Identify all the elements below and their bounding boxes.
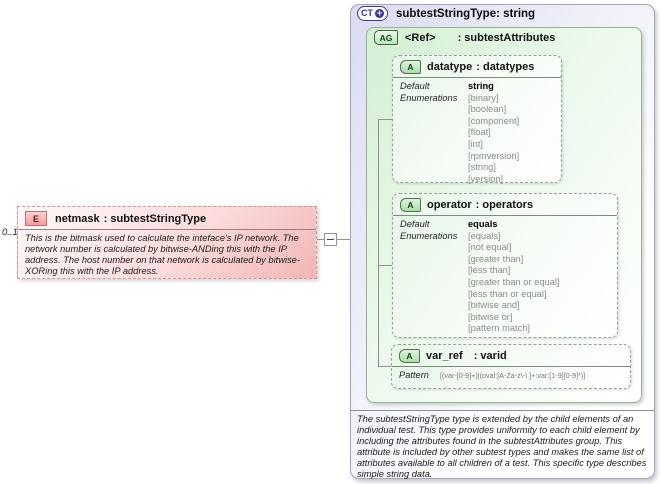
minus-icon <box>327 239 334 240</box>
attribute-header: A datatype: datatypes <box>400 60 554 74</box>
element-title: netmask: subtestStringType <box>55 213 206 225</box>
element-badge-icon: E <box>25 211 47 226</box>
element-header: E netmask: subtestStringType <box>25 211 309 226</box>
facet-label-enumerations: Enumerations <box>400 230 458 241</box>
complex-type-base: : string <box>496 7 536 20</box>
tree-connector-branch <box>378 366 391 367</box>
element-documentation: This is the bitmask used to calculate th… <box>25 233 300 276</box>
facet-label-enumerations: Enumerations <box>400 92 458 103</box>
enumeration-item: [component] <box>468 115 520 126</box>
complex-type-documentation: The subtestStringType type is extended b… <box>357 414 647 479</box>
attribute-facets: Pattern [(var-[0-9]+)|(oval:[A-Za-z\-\.]… <box>399 370 623 380</box>
facet-value-pattern: [(var-[0-9]+)|(oval:[A-Za-z\-\.]+:var:[1… <box>440 371 586 380</box>
attribute-type: : varid <box>473 350 507 362</box>
enumeration-item: [greater than] <box>468 253 524 264</box>
enumeration-item: [string] <box>468 162 496 173</box>
attribute-badge-icon: A <box>400 60 421 74</box>
facet-enumeration-list: [equals][not equal][greater than][less t… <box>468 231 610 335</box>
enumeration-item: [not equal] <box>468 242 512 253</box>
complex-type-badge-label: CT <box>361 8 373 18</box>
collapse-toggle[interactable] <box>324 233 337 246</box>
attribute-group-ref: <Ref> <box>405 31 436 44</box>
attribute-title: operator: operators <box>427 199 533 211</box>
enumeration-item: [bitwise and] <box>468 300 520 311</box>
complex-type-badge[interactable]: CT + <box>357 6 388 21</box>
enumeration-item: [greater than or equal] <box>468 276 560 287</box>
complex-type-header: CT + subtestStringType: string <box>357 6 535 21</box>
element-type: : subtestStringType <box>103 212 207 225</box>
attribute-box-operator[interactable]: A operator: operators Default equals Enu… <box>392 193 618 338</box>
enumeration-item: [equals] <box>468 230 501 241</box>
attribute-box-var-ref[interactable]: A var_ref : varid Pattern [(var-[0-9]+)|(… <box>391 344 631 389</box>
attribute-facets: Default string Enumerations [binary][boo… <box>400 81 554 185</box>
attribute-badge-icon: A <box>399 349 420 363</box>
facet-enumeration-list: [binary][boolean][component][float][int]… <box>468 93 554 186</box>
attribute-box-datatype[interactable]: A datatype: datatypes Default string Enu… <box>392 55 562 185</box>
attribute-group-title: <Ref> : subtestAttributes <box>405 32 555 44</box>
element-name: netmask <box>55 212 100 225</box>
attribute-name: operator <box>427 199 472 211</box>
attribute-type: : datatypes <box>476 61 535 73</box>
facet-value-default: equals <box>468 219 498 229</box>
attribute-header-divider <box>393 215 617 216</box>
attribute-badge-icon: A <box>400 198 421 212</box>
tree-connector-branch <box>378 265 392 266</box>
cardinality-label: 0..1 <box>2 227 18 238</box>
facet-value-default: string <box>468 81 494 91</box>
panel-doc-divider <box>351 410 654 411</box>
enumeration-item: [binary] <box>468 92 499 103</box>
attribute-title: var_ref : varid <box>426 350 507 362</box>
attribute-group-header: AG <Ref> : subtestAttributes <box>374 30 555 45</box>
complex-type-name: subtestStringType <box>396 7 497 20</box>
enumeration-item: [pattern match] <box>468 323 531 334</box>
attribute-group-badge-icon: AG <box>374 30 398 45</box>
attribute-header-divider <box>393 77 561 78</box>
enumeration-item: [less than] <box>468 265 511 276</box>
facet-label-default: Default <box>400 81 430 91</box>
connector-line <box>337 239 351 240</box>
facet-label-pattern: Pattern <box>399 370 429 380</box>
attribute-facets: Default equals Enumerations [equals][not… <box>400 219 610 335</box>
attribute-name: var_ref <box>426 350 463 362</box>
enumeration-item: [boolean] <box>468 104 507 115</box>
enumeration-item: [bitwise or] <box>468 311 513 322</box>
enumeration-item: [float] <box>468 127 491 138</box>
tree-connector-vertical <box>378 119 379 366</box>
enumeration-item: [version] <box>468 173 504 184</box>
element-box-netmask[interactable]: E netmask: subtestStringType This is the… <box>17 206 317 279</box>
tree-connector-branch <box>378 119 392 120</box>
attribute-title: datatype: datatypes <box>427 61 534 73</box>
attribute-header: A operator: operators <box>400 198 610 212</box>
attribute-name: datatype <box>427 61 473 73</box>
facet-label-default: Default <box>400 219 430 229</box>
enumeration-item: [less than or equal] <box>468 288 547 299</box>
attribute-type: : operators <box>475 199 534 211</box>
attribute-header-divider <box>392 366 630 367</box>
element-header-divider <box>18 229 316 230</box>
attribute-header: A var_ref : varid <box>399 349 623 363</box>
complex-type-title: subtestStringType: string <box>396 8 535 20</box>
attribute-group-type: : subtestAttributes <box>457 31 556 44</box>
plus-icon: + <box>375 8 384 18</box>
connector-line <box>317 239 324 240</box>
enumeration-item: [int] <box>468 138 483 149</box>
enumeration-item: [rpmversion] <box>468 150 520 161</box>
